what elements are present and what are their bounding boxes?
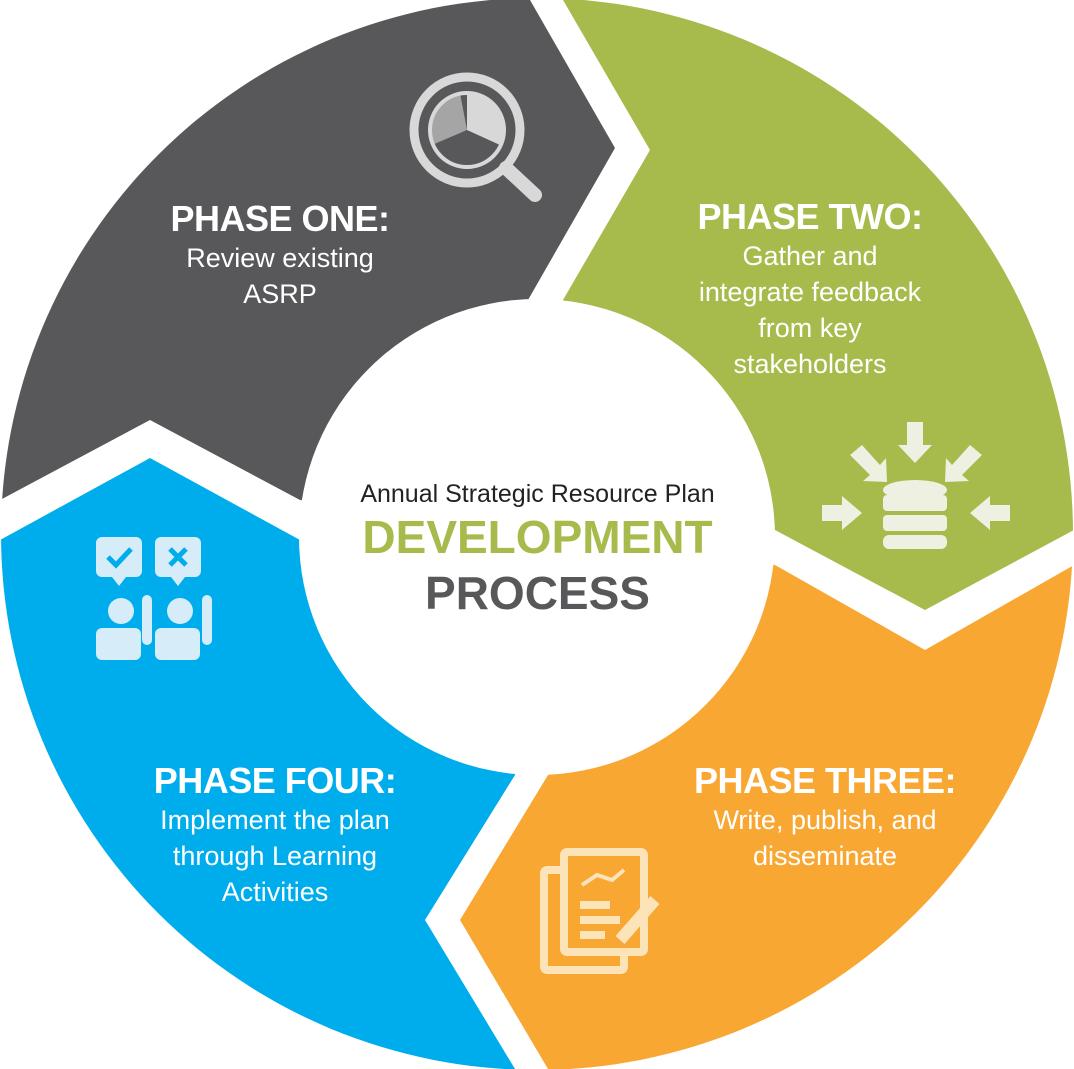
phase-two-title: PHASE TWO: — [697, 196, 924, 237]
phase-three-desc-line: disseminate — [752, 841, 898, 871]
phase-two-desc-line: from key — [758, 313, 862, 343]
phase-three-desc-line: Write, publish, and — [713, 805, 937, 835]
magnifier-pie-chart-icon — [409, 72, 542, 202]
center-title: Annual Strategic Resource Plan DEVELOPME… — [300, 480, 775, 621]
voting-people-icon — [96, 537, 212, 660]
report-edit-icon — [540, 848, 660, 974]
center-title-line2: PROCESS — [425, 567, 650, 619]
phase-two-desc-line: stakeholders — [733, 349, 887, 379]
phase-one-desc-line: ASRP — [243, 279, 317, 309]
phase-one-label: PHASE ONE: Review existing ASRP — [130, 198, 430, 312]
center-subtitle: Annual Strategic Resource Plan — [360, 480, 715, 508]
phase-one-desc-line: Review existing — [186, 243, 374, 273]
phase-four-desc-line: through Learning — [172, 841, 378, 871]
phase-two-label: PHASE TWO: Gather and integrate feedback… — [660, 196, 960, 382]
phase-three-title: PHASE THREE: — [693, 760, 957, 801]
center-circle — [299, 299, 775, 775]
phase-two-desc-line: integrate feedback — [698, 277, 922, 307]
phase-two-desc-line: Gather and — [742, 241, 878, 271]
center-title-line1: DEVELOPMENT — [362, 511, 713, 563]
phase-four-desc-line: Activities — [221, 877, 329, 907]
database-inputs-icon — [822, 422, 1010, 549]
phase-four-title: PHASE FOUR: — [153, 760, 397, 801]
phase-three-label: PHASE THREE: Write, publish, and dissemi… — [660, 760, 990, 874]
phase-four-desc-line: Implement the plan — [160, 805, 390, 835]
phase-four-label: PHASE FOUR: Implement the plan through L… — [115, 760, 435, 910]
phase-one-title: PHASE ONE: — [170, 198, 390, 239]
